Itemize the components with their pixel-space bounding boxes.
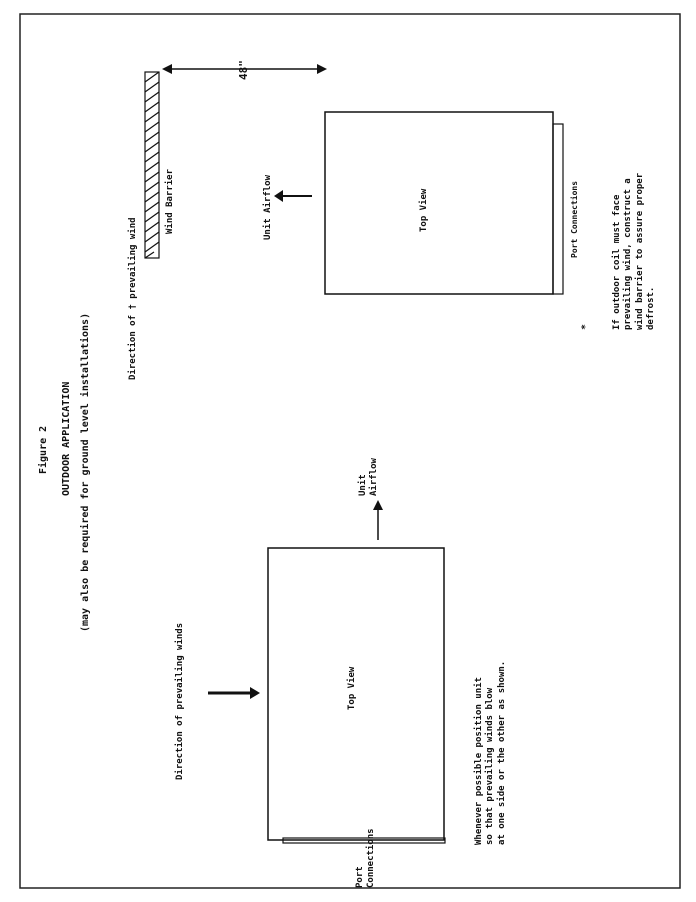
- figure-title: Figure 2: [38, 425, 49, 474]
- left-unit-box: [267, 547, 445, 841]
- distance-label: 48": [237, 60, 250, 80]
- wind-barrier: [144, 71, 160, 259]
- right-note: If outdoor coil must face prevailing win…: [612, 172, 656, 330]
- right-port-strip: [552, 123, 564, 295]
- left-wind-arrow: [208, 687, 260, 699]
- right-unit-box: [324, 111, 554, 295]
- left-port-label: Port Connections: [355, 828, 377, 888]
- left-note: Whenever possible position unit so that …: [474, 660, 507, 845]
- distance-dimension: [162, 64, 327, 74]
- left-wind-label: Direction of prevailing winds: [175, 622, 185, 780]
- barrier-label: Wind Barrier: [165, 168, 175, 234]
- figure-subtitle: OUTDOOR APPLICATION: [61, 381, 72, 496]
- left-unit-label: Top View: [347, 666, 357, 710]
- right-port-label: Port Connections: [570, 180, 579, 258]
- right-wind-label: Direction of † prevailing wind: [128, 217, 138, 380]
- page-border: [19, 13, 681, 889]
- asterisk-mark: *: [580, 323, 591, 330]
- figure-note: (may also be required for ground level i…: [80, 312, 91, 632]
- right-airflow-label: Unit Airflow: [263, 174, 273, 240]
- left-airflow-arrow: [373, 500, 383, 540]
- left-airflow-label: Unit Airflow: [358, 458, 380, 496]
- left-port-strip: [282, 837, 446, 844]
- right-airflow-arrow: [274, 190, 312, 202]
- right-unit-label: Top View: [419, 188, 429, 232]
